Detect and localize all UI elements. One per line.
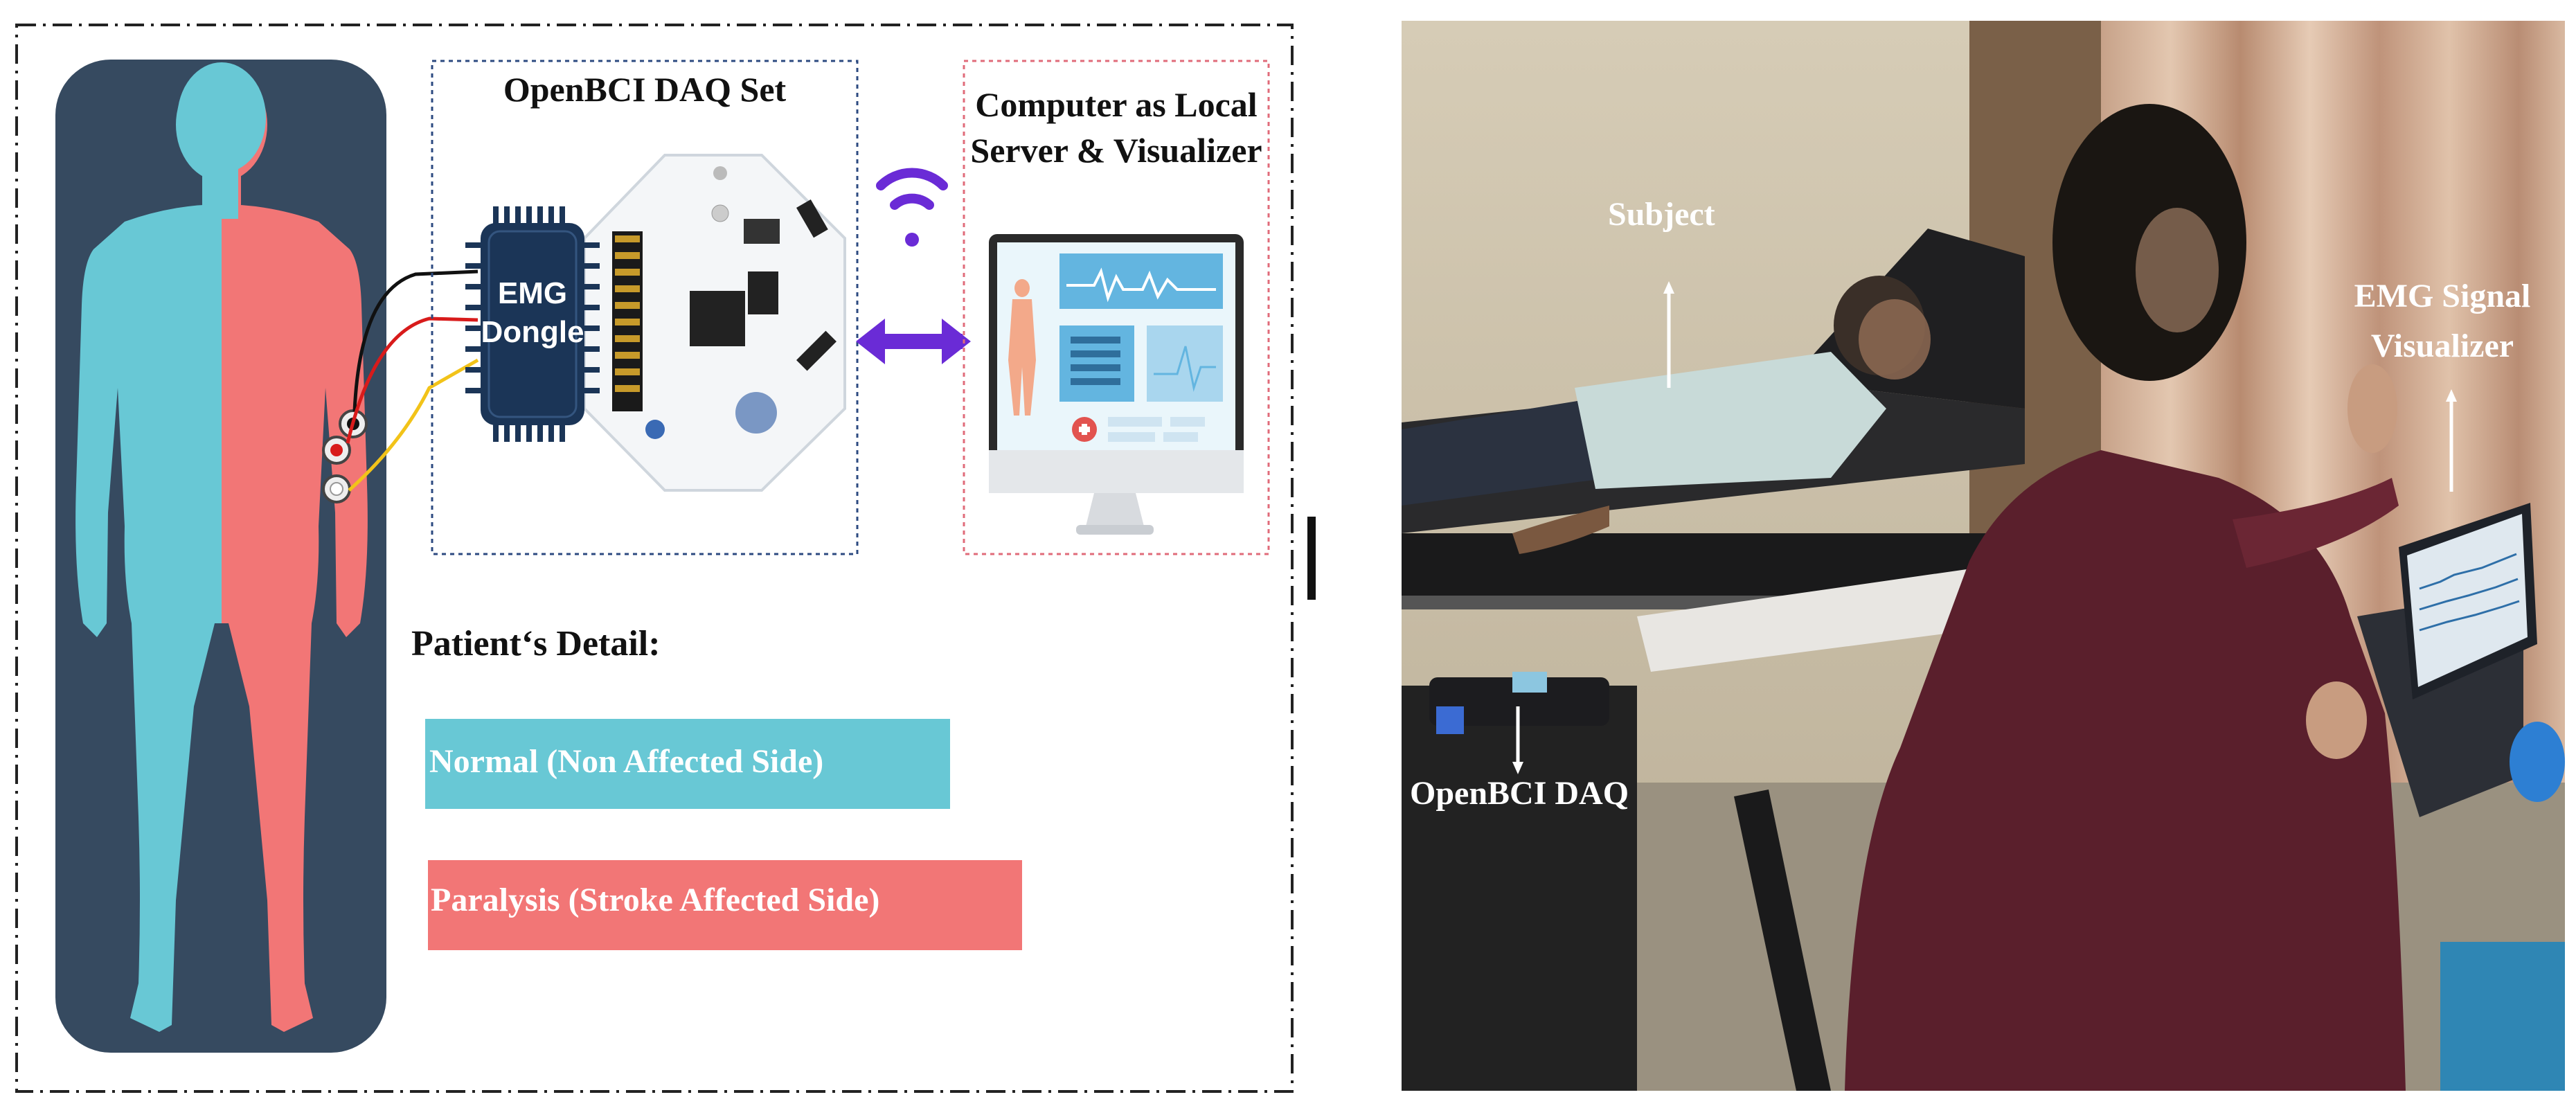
panel-border: [15, 24, 1294, 1093]
subject-label: Subject: [1608, 196, 1715, 233]
legend-paralysis-label: Paralysis (Stroke Affected Side): [431, 882, 880, 918]
setup-diagram-panel: [15, 24, 1316, 1093]
computer-title: Computer as Local Server & Visualizer: [964, 82, 1269, 173]
wifi-icon: [876, 168, 948, 247]
operator-figure: [1845, 104, 2406, 1091]
legend-normal-swatch: [425, 719, 950, 809]
transition-arrow: [1307, 517, 1316, 600]
annotation-arrows: [1512, 281, 2457, 774]
dongle-label: EMG Dongle: [481, 274, 584, 352]
openbci-daq-label: OpenBCI DAQ: [1410, 775, 1629, 812]
bidirectional-arrow: [856, 319, 971, 364]
daq-set-box: [431, 60, 859, 555]
computer-title-line1: Computer as Local: [975, 85, 1258, 124]
legend-paralysis-swatch: [428, 860, 1022, 950]
legend-normal-label: Normal (Non Affected Side): [429, 743, 824, 780]
daq-set-title: OpenBCI DAQ Set: [503, 70, 787, 109]
emg-visualizer-label: EMG Signal Visualizer: [2349, 271, 2536, 371]
wire-black: [352, 269, 478, 412]
emg-dongle-chip: [465, 206, 600, 442]
computer-box: [963, 60, 1270, 555]
computer-monitor: [989, 234, 1244, 535]
computer-title-line2: Server & Visualizer: [970, 131, 1262, 170]
subject-figure: [1402, 276, 1931, 554]
patient-detail-heading: Patient‘s Detail:: [411, 624, 661, 663]
openbci-daq-device: [1429, 672, 1609, 734]
emg-visualizer-label-line1: EMG Signal: [2354, 278, 2531, 314]
wire-yellow: [348, 358, 479, 492]
experiment-photo: [1402, 21, 2565, 1091]
laptop: [2357, 503, 2537, 817]
dongle-label-line2: Dongle: [481, 315, 584, 349]
dongle-label-line1: EMG: [497, 276, 568, 310]
wire-red: [346, 316, 478, 444]
emg-visualizer-label-line2: Visualizer: [2370, 328, 2514, 364]
openbci-board: [583, 154, 846, 492]
